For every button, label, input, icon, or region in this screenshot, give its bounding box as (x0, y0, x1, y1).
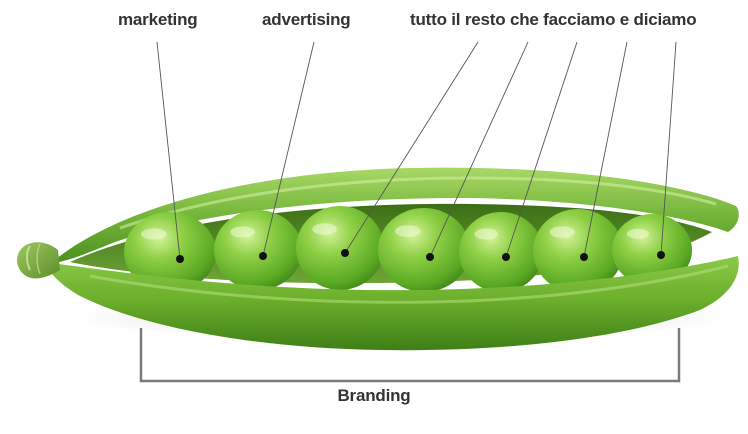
pea-highlight (475, 228, 499, 239)
pod-stem (17, 242, 60, 278)
pea-marker (341, 249, 349, 257)
pea-marker (657, 251, 665, 259)
pea-marker (259, 252, 267, 260)
label-branding: Branding (0, 386, 748, 406)
pea-highlight (627, 229, 649, 239)
label-everything-else: tutto il resto che facciamo e diciamo (410, 10, 696, 30)
pea-highlight (230, 226, 255, 237)
pea-marker (502, 253, 510, 261)
label-marketing: marketing (118, 10, 197, 30)
pea (214, 210, 302, 290)
pea (459, 212, 543, 292)
pea (296, 206, 384, 290)
pea-highlight (312, 223, 337, 235)
pea (378, 208, 470, 292)
label-advertising: advertising (262, 10, 351, 30)
pea-highlight (550, 226, 575, 238)
pea-marker (580, 253, 588, 261)
pea-marker (426, 253, 434, 261)
pea-highlight (141, 228, 167, 239)
pea-highlight (395, 225, 421, 237)
pea-marker (176, 255, 184, 263)
